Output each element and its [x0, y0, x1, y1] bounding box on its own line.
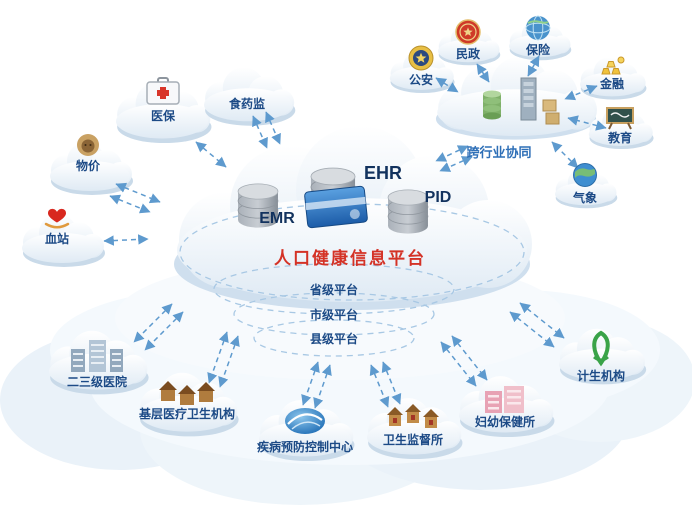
level-municipal: 市级平台: [309, 308, 359, 322]
node-tier-hospitals: 二三级医院: [67, 336, 127, 389]
emr-label: EMR: [259, 210, 295, 227]
pid-database-icon: [387, 189, 429, 234]
node-civil-affairs: 民政: [454, 18, 482, 61]
central-databases: [237, 167, 429, 234]
level-provincial: 省级平台: [309, 283, 359, 297]
node-label: 计生机构: [576, 369, 626, 383]
platform-title: 人口健康信息平台: [274, 249, 426, 268]
node-label: 医保: [150, 109, 175, 123]
supervision-houses-icon: [386, 404, 439, 428]
globe-icon: [525, 15, 551, 41]
node-food-drug: 食药监: [228, 97, 266, 111]
node-label: 疾病预防控制中心: [256, 440, 354, 454]
pid-label: PID: [424, 189, 452, 206]
cross-industry-cloud: [435, 56, 597, 140]
node-public-security: 公安: [407, 44, 435, 87]
lion-seal-icon: [77, 134, 99, 156]
node-health-supervision: 卫生监督所: [383, 402, 443, 447]
blackboard-icon: [606, 107, 634, 130]
node-label: 教育: [607, 131, 632, 145]
node-label: 公安: [408, 73, 433, 87]
node-education: 教育: [604, 104, 636, 145]
node-label: 妇幼保健所: [474, 415, 536, 429]
node-label: 血站: [44, 232, 69, 246]
node-pricing: 物价: [74, 132, 102, 173]
cdc-logo-icon: [284, 408, 325, 434]
node-label: 金融: [599, 77, 624, 91]
node-finance: 金融: [597, 52, 627, 91]
cross-industry-label: 跨行业协同: [466, 145, 532, 160]
level-county: 县级平台: [309, 332, 359, 346]
health-card-icon: [304, 185, 368, 229]
medkit-icon: [146, 77, 180, 105]
pink-buildings-icon: [484, 386, 524, 413]
ehr-label: EHR: [363, 163, 403, 183]
node-label: 民政: [455, 47, 480, 61]
node-primary-care: 基层医疗卫生机构: [139, 378, 235, 421]
node-label: 卫生监督所: [382, 433, 444, 447]
police-badge-icon: [408, 45, 434, 71]
connection-arrows: [103, 55, 607, 409]
server-farm-icon: [483, 77, 560, 125]
node-family-planning: 计生机构: [577, 330, 625, 383]
node-label: 基层医疗卫生机构: [138, 407, 236, 421]
node-label: 食药监: [228, 97, 266, 111]
emblem-icon: [455, 19, 481, 45]
gold-bars-icon: [601, 56, 625, 75]
node-maternal-child: 妇幼保健所: [475, 382, 535, 429]
node-label: 保险: [525, 43, 550, 57]
green-ribbon-icon: [592, 330, 610, 367]
node-meteorology: 气象: [571, 162, 599, 205]
node-cdc: 疾病预防控制中心: [257, 405, 353, 454]
node-medical-insurance: 医保: [144, 76, 182, 123]
node-insurance: 保险: [524, 14, 552, 57]
node-label: 二三级医院: [66, 375, 128, 389]
earth-globe-icon: [573, 163, 597, 187]
heart-hand-icon: [44, 208, 70, 229]
node-label: 气象: [572, 191, 597, 205]
platform-level-rings: [179, 203, 525, 357]
node-blood-station: 血站: [42, 203, 72, 246]
hospital-buildings-icon: [70, 340, 123, 372]
village-houses-icon: [158, 381, 215, 405]
node-label: 物价: [75, 159, 100, 173]
